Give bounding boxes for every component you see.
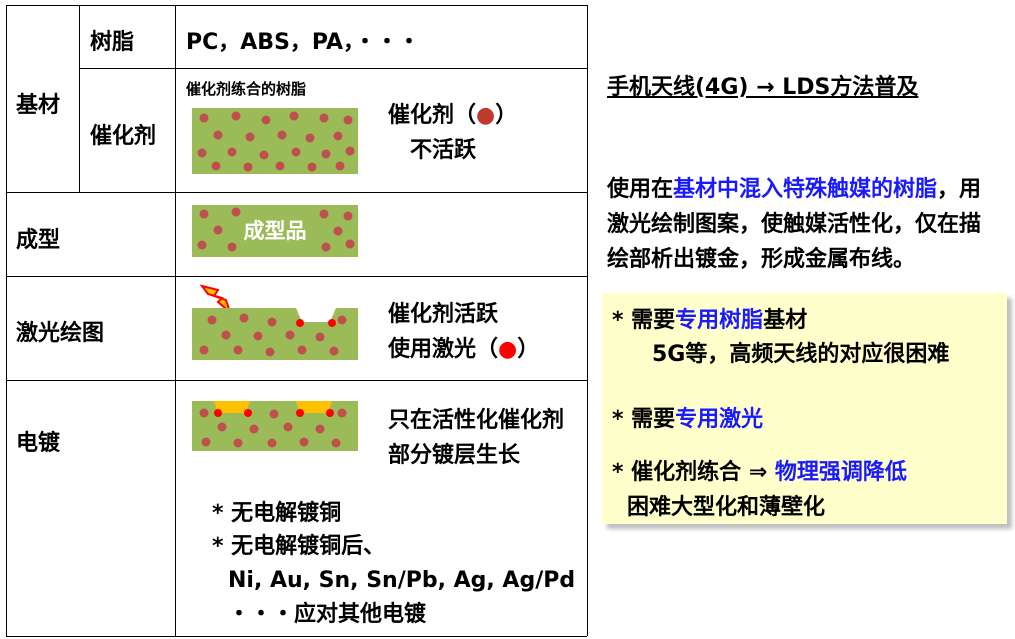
issues-note-box — [602, 293, 1007, 524]
laser-note-line2: 使用激光（●） — [388, 337, 540, 362]
catalyst-dot-icon: ● — [476, 103, 496, 128]
catalyst-note-line1: 催化剂（●） — [388, 103, 518, 128]
plating-note-line2: 部分镀层生长 — [388, 443, 521, 468]
table-divider — [6, 380, 587, 381]
issue-3: * 催化剂练合 ⇒ 物理强调降低 — [612, 460, 907, 485]
plating-resin-block — [192, 401, 358, 451]
resin-value: PC，ABS，PA，・・・ — [186, 30, 421, 55]
catalyst-label: 催化剂 — [90, 124, 157, 149]
molded-product-label: 成型品 — [243, 219, 307, 243]
table-divider — [79, 5, 80, 192]
plating-note-line1: 只在活性化催化剂 — [388, 408, 565, 433]
row-label-plating: 电镀 — [16, 431, 61, 456]
table-divider — [79, 68, 587, 69]
laser-note-line1: 催化剂活跃 — [388, 302, 499, 327]
page-heading: 手机天线(4G) → LDS方法普及 — [607, 75, 919, 100]
table-border-top — [6, 5, 587, 6]
laser-resin-block — [192, 308, 358, 360]
plating-option-other: ・・・应对其他电镀 — [228, 602, 427, 627]
molded-product-block: 成型品 — [192, 205, 358, 257]
catalyst-dots — [199, 308, 347, 357]
row-label-laser: 激光绘图 — [16, 321, 105, 346]
description-line3: 绘部析出镀金，形成金属布线。 — [607, 247, 916, 272]
table-divider — [6, 276, 587, 277]
issue-1: * 需要专用树脂基材 — [612, 308, 808, 333]
resin-caption: 催化剂练合的树脂 — [186, 80, 307, 98]
table-border-left — [6, 5, 7, 636]
catalyst-dots — [197, 207, 355, 252]
plating-option-2: * 无电解镀铜后、 — [212, 534, 386, 559]
description-line2: 激光绘制图案，使触媒活性化，仅在描 — [607, 212, 982, 237]
row-label-substrate: 基材 — [16, 93, 61, 118]
plating-option-metals: Ni, Au, Sn, Sn/Pb, Ag, Ag/Pd — [228, 568, 576, 593]
catalyst-dots — [199, 401, 347, 448]
issue-2: * 需要专用激光 — [612, 407, 764, 432]
catalyst-note-line2: 不活跃 — [410, 138, 477, 163]
table-divider — [6, 192, 587, 193]
catalyst-resin-block — [192, 108, 358, 174]
resin-label: 树脂 — [90, 30, 135, 55]
issue-3-detail: 困难大型化和薄壁化 — [627, 495, 826, 520]
table-border-bottom — [6, 636, 587, 637]
row-label-molding: 成型 — [16, 228, 61, 253]
active-catalyst-dot-icon: ● — [498, 337, 518, 362]
table-divider — [175, 5, 176, 636]
catalyst-dots — [197, 111, 355, 172]
issue-1-detail: 5G等，高频天线的对应很困难 — [652, 342, 950, 367]
table-border-right — [587, 5, 588, 636]
description-line1: 使用在基材中混入特殊触媒的树脂，用 — [607, 177, 982, 202]
plating-option-1: * 无电解镀铜 — [212, 501, 342, 526]
